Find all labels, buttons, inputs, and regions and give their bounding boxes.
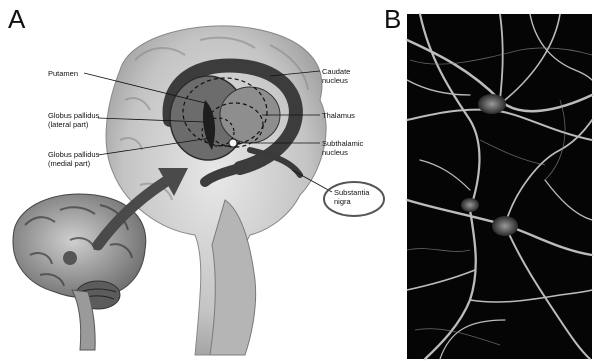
label-substantia-nigra: Substantia nigra [334, 188, 369, 206]
large-brain-illustration [106, 26, 326, 355]
neuron-soma [478, 94, 506, 114]
label-thalamus: Thalamus [322, 111, 355, 120]
panel-a-label: A [8, 6, 25, 32]
panel-b-label: B [384, 6, 401, 32]
label-globus-pallidus-lateral: Globus pallidus (lateral part) [48, 111, 99, 129]
label-globus-pallidus-medial: Globus pallidus (medial part) [48, 150, 99, 168]
neuron-soma [461, 198, 479, 212]
label-caudate-nucleus: Caudate nucleus [322, 67, 350, 85]
label-subthalamic-nucleus: Subthalamic nucleus [322, 139, 363, 157]
neuron-micrograph [407, 14, 592, 359]
label-putamen: Putamen [48, 69, 78, 78]
neuron-soma [492, 216, 518, 236]
